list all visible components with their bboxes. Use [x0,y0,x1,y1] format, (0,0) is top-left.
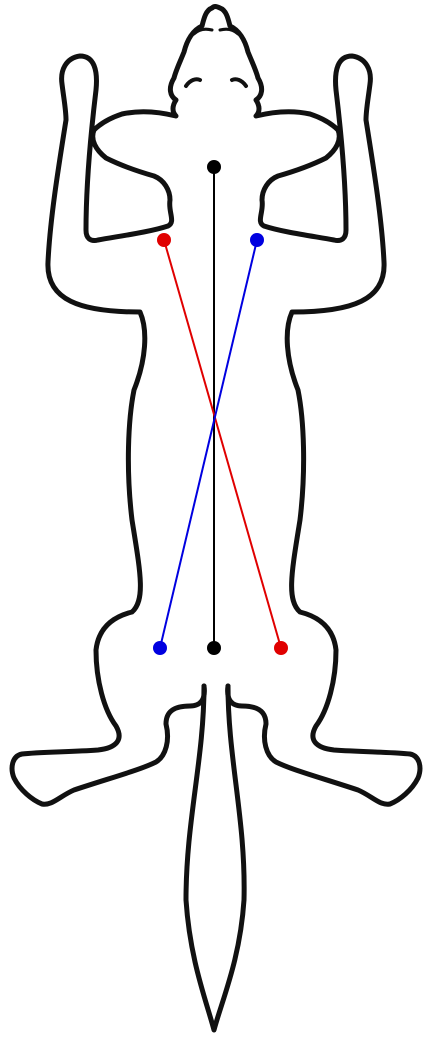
animal-body-outline [12,7,420,1031]
left-hip-marker [153,641,167,655]
neck-midpoint-marker [207,160,221,174]
left-shoulder-marker [157,233,171,247]
right-hip-marker [274,641,288,655]
body-outline-path [12,8,212,804]
body-outline-right-path [212,7,420,805]
tail-outline-path [186,686,244,1030]
diagonal-red-line [164,240,281,648]
right-shoulder-marker [250,233,264,247]
right-eye-detail [232,79,246,86]
left-eye-detail [186,79,200,86]
nose-detail [194,29,238,34]
landmark-points [153,160,288,655]
tail-base-midpoint-marker [207,641,221,655]
diagonal-blue-line [160,240,257,648]
